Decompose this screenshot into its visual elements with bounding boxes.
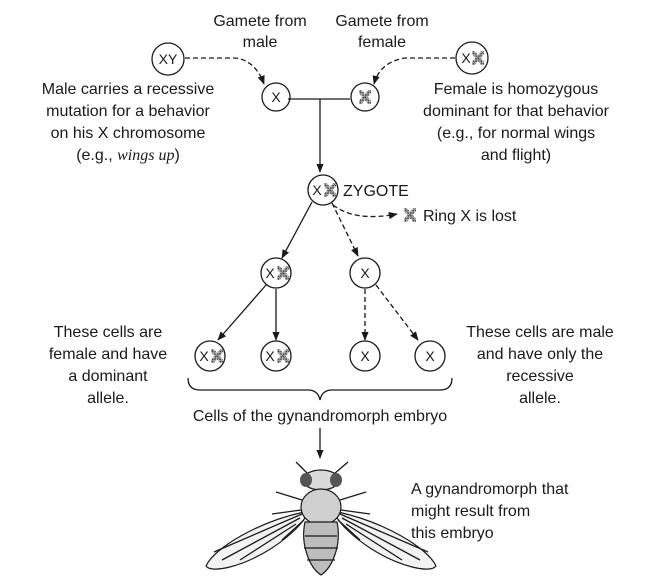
- result-line1: A gynandromorph that: [411, 481, 569, 498]
- embryo-label: Cells of the gynandromorph embryo: [193, 408, 447, 425]
- female-desc-line4: and flight): [481, 147, 551, 164]
- result-line3: this embryo: [411, 525, 494, 542]
- ring-lost-arrow: [333, 205, 397, 217]
- left-note-line2: female and have: [49, 346, 167, 363]
- female-desc-line2: dominant for that behavior: [423, 103, 610, 120]
- result-line2: might result from: [411, 503, 530, 520]
- female-gamete-cell: [351, 83, 379, 111]
- bottom-cell-4: X: [415, 341, 445, 371]
- left-note-line1: These cells are: [54, 324, 163, 341]
- lost-ring-x-icon: [405, 209, 415, 221]
- bottom-cell-2: X: [261, 341, 291, 371]
- fly-illustration: [206, 462, 436, 575]
- mid-left-genotype: X: [265, 265, 275, 281]
- male-parent-cell: XY: [152, 43, 184, 75]
- c2-genotype: X: [265, 348, 275, 364]
- female-genotype: X: [461, 50, 471, 66]
- zygote-to-left-arrow: [282, 202, 312, 258]
- zygote-cell: X: [308, 175, 338, 205]
- right-note-line2: and have only the: [477, 346, 603, 363]
- zygote-to-right-arrow: [332, 203, 358, 256]
- left-note-line4: allele.: [87, 390, 129, 407]
- zygote-genotype: X: [312, 182, 322, 198]
- mid-cell-right: X: [350, 258, 380, 288]
- female-desc-line1: Female is homozygous: [434, 81, 599, 98]
- male-gamete-title-line2: male: [243, 34, 278, 51]
- fly-left-wing: [206, 512, 306, 569]
- female-gamete-title-line1: Gamete from: [335, 13, 428, 30]
- fly-right-eye: [330, 473, 342, 487]
- male-desc-line2: mutation for a behavior: [46, 103, 210, 120]
- fly-thorax: [301, 489, 341, 525]
- male-desc-line4: (e.g., wings up): [76, 147, 180, 164]
- left-note-line3: a dominant: [68, 368, 148, 385]
- male-gamete-title-line1: Gamete from: [213, 13, 306, 30]
- mid-cell-left: X: [261, 258, 291, 288]
- fly-left-eye: [300, 473, 312, 487]
- mid-right-genotype: X: [360, 265, 370, 281]
- ring-lost-label: Ring X is lost: [423, 208, 517, 225]
- bottom-cell-3: X: [350, 341, 380, 371]
- bottom-cell-1: X: [195, 341, 225, 371]
- mid-right-to-c4-arrow: [376, 285, 418, 340]
- c4-genotype: X: [425, 348, 435, 364]
- female-parent-cell: X: [456, 42, 488, 74]
- right-note-line1: These cells are male: [466, 324, 614, 341]
- zygote-label: ZYGOTE: [343, 183, 409, 200]
- female-gamete-title-line2: female: [358, 34, 406, 51]
- mid-left-to-c1-arrow: [218, 285, 266, 340]
- male-desc-line1: Male carries a recessive: [42, 81, 215, 98]
- male-genotype: XY: [159, 51, 178, 67]
- male-gamete-genotype: X: [271, 89, 281, 105]
- right-note-line4: allele.: [519, 390, 561, 407]
- male-desc-line3: on his X chromosome: [51, 125, 206, 142]
- c1-genotype: X: [199, 348, 209, 364]
- female-desc-line3: (e.g., for normal wings: [437, 125, 595, 142]
- c3-genotype: X: [360, 348, 370, 364]
- embryo-brace: [188, 378, 452, 400]
- right-note-line3: recessive: [506, 368, 574, 385]
- male-gamete-cell: X: [262, 83, 290, 111]
